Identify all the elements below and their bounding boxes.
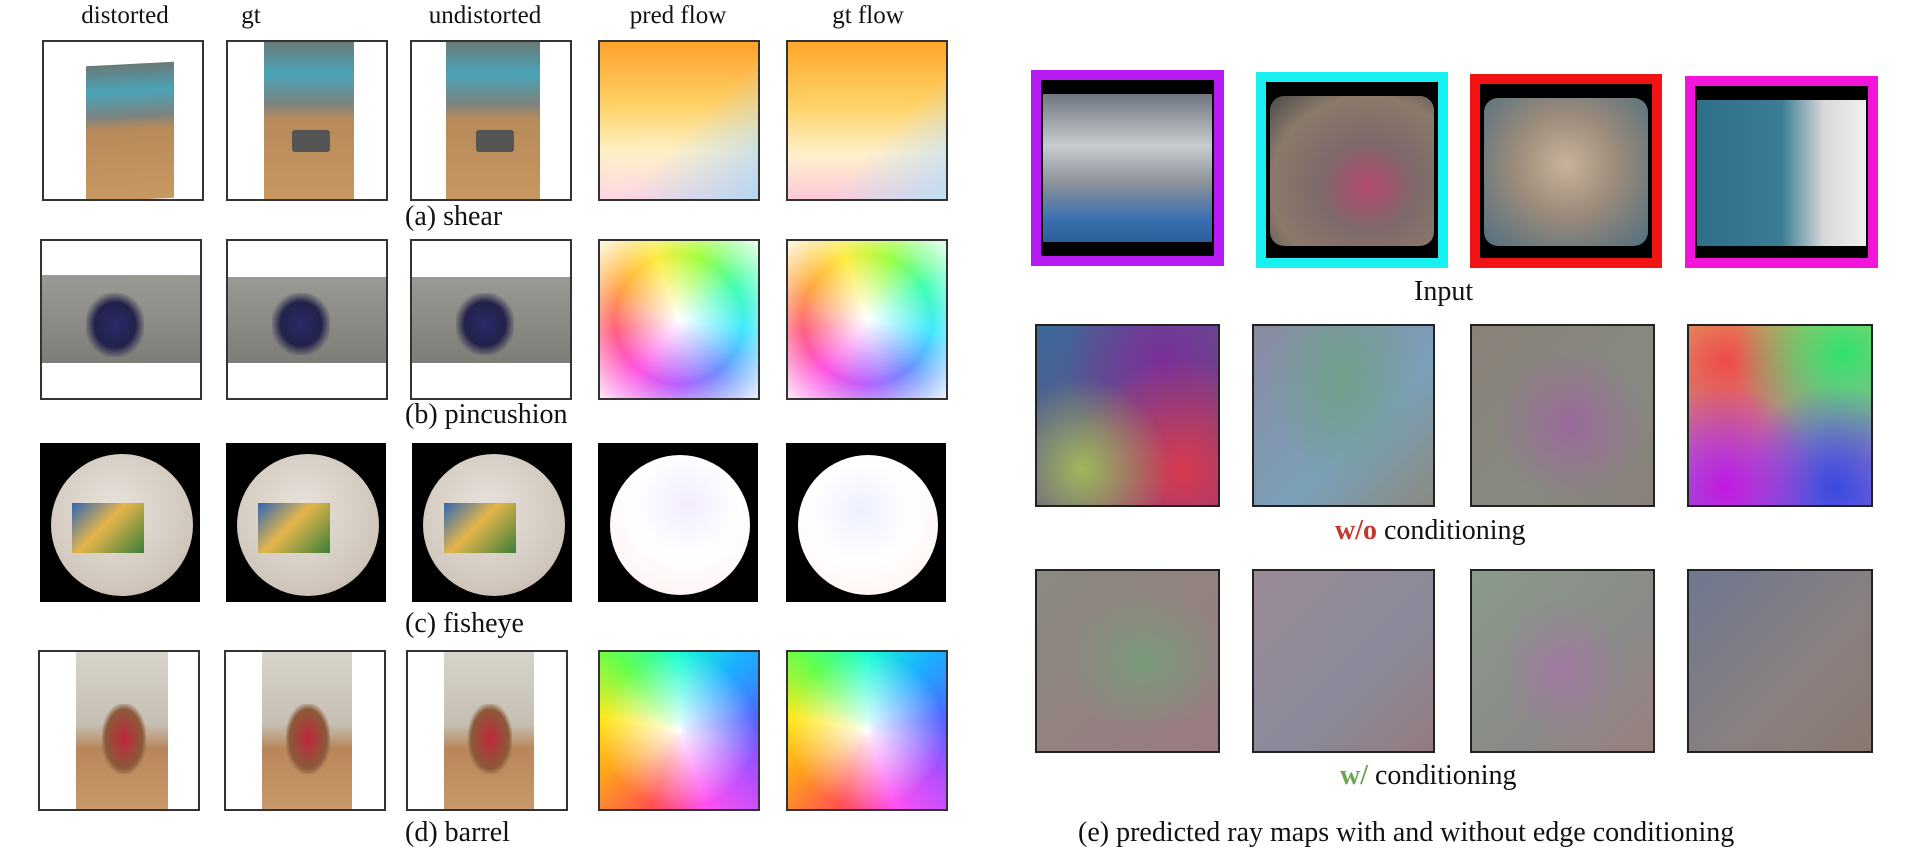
- input-image-3: [1470, 74, 1662, 268]
- shear-distorted-image: [42, 40, 204, 201]
- fisheye-undistorted-image: [412, 443, 572, 602]
- without-conditioning-label: w/o conditioning: [1335, 515, 1526, 547]
- caption-ray-maps: (e) predicted ray maps with and without …: [1078, 817, 1735, 848]
- header-gt-flow: gt flow: [832, 2, 904, 29]
- ray-map-with-conditioning-3: [1470, 569, 1655, 753]
- caption-pincushion: (b) pincushion: [405, 399, 568, 430]
- ray-map-with-conditioning-4: [1687, 569, 1873, 753]
- pincushion-undistorted-image: [410, 239, 572, 400]
- barrel-gt-image: [224, 650, 386, 811]
- caption-fisheye: (c) fisheye: [405, 608, 524, 639]
- ray-map-with-conditioning-1: [1035, 569, 1220, 753]
- fisheye-gt-flow-map: [786, 443, 946, 602]
- header-undistorted: undistorted: [428, 2, 542, 29]
- pincushion-pred-flow-map: [598, 239, 760, 400]
- barrel-undistorted-image: [406, 650, 568, 811]
- with-conditioning-prefix: w/: [1340, 760, 1368, 791]
- input-image-2: [1256, 72, 1448, 268]
- pincushion-distorted-image: [40, 239, 202, 400]
- ray-map-without-conditioning-4: [1687, 324, 1873, 507]
- with-conditioning-label: w/ conditioning: [1340, 760, 1517, 792]
- pincushion-gt-flow-map: [786, 239, 948, 400]
- shear-gt-image: [226, 40, 388, 201]
- fisheye-pred-flow-map: [598, 443, 758, 602]
- shear-gt-flow-map: [786, 40, 948, 201]
- shear-undistorted-image: [410, 40, 572, 201]
- fisheye-gt-image: [226, 443, 386, 602]
- caption-shear: (a) shear: [405, 201, 503, 232]
- with-conditioning-suffix: conditioning: [1368, 760, 1517, 791]
- header-distorted: distorted: [81, 2, 169, 29]
- input-image-1: [1031, 70, 1224, 266]
- ray-map-without-conditioning-2: [1252, 324, 1435, 507]
- shear-pred-flow-map: [598, 40, 760, 201]
- input-image-4: [1685, 76, 1878, 268]
- fisheye-distorted-image: [40, 443, 200, 602]
- ray-map-without-conditioning-1: [1035, 324, 1220, 507]
- ray-map-with-conditioning-2: [1252, 569, 1435, 753]
- header-pred-flow: pred flow: [629, 2, 727, 29]
- caption-barrel: (d) barrel: [405, 817, 510, 848]
- barrel-distorted-image: [38, 650, 200, 811]
- without-conditioning-prefix: w/o: [1335, 515, 1377, 546]
- barrel-pred-flow-map: [598, 650, 760, 811]
- ray-map-without-conditioning-3: [1470, 324, 1655, 507]
- barrel-gt-flow-map: [786, 650, 948, 811]
- header-gt: gt: [241, 2, 261, 29]
- without-conditioning-suffix: conditioning: [1377, 515, 1526, 546]
- input-label: Input: [1414, 276, 1474, 307]
- pincushion-gt-image: [226, 239, 388, 400]
